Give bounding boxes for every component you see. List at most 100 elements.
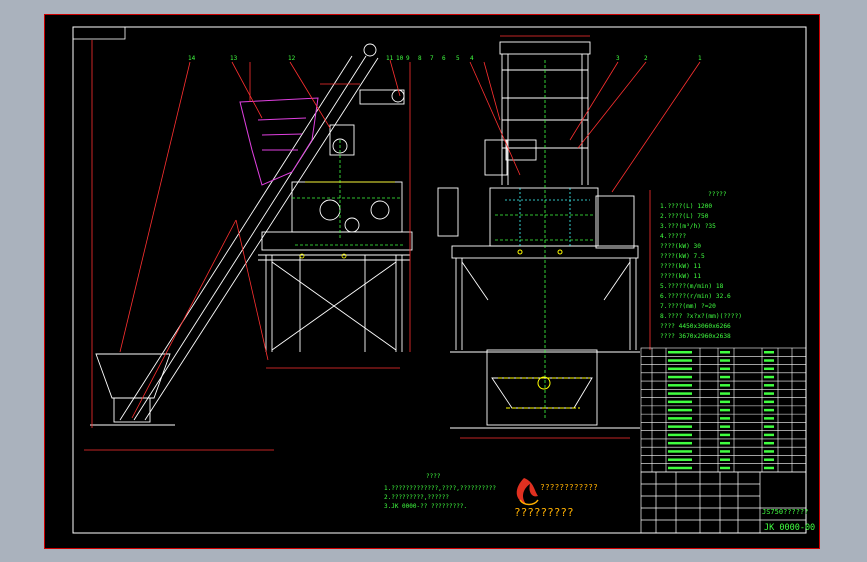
spec-title: ????? [708, 191, 727, 198]
spec-line: 4.????? [660, 233, 686, 240]
parts-table-cell-mark [764, 433, 774, 437]
spec-line: ????(kW) 7.5 [660, 253, 705, 260]
front-hidden-lines [495, 60, 595, 420]
parts-table-cell-mark [764, 450, 774, 453]
side-leaders [84, 40, 411, 451]
parts-table-cell-mark [720, 433, 730, 437]
spec-line: 3.???(m³/h) ?35 [660, 223, 716, 230]
parts-table-cell-mark [720, 450, 730, 453]
parts-table-cell-mark [668, 433, 692, 437]
parts-table-cell-mark [668, 466, 692, 470]
parts-table-cell-mark [720, 367, 730, 371]
parts-table-cell-mark [764, 367, 774, 371]
parts-table-cell-mark [764, 392, 774, 395]
spec-line: ????(kW) 11 [660, 273, 701, 280]
parts-table-cell-mark [668, 441, 692, 445]
part-label: 7 [430, 55, 434, 62]
part-label: 4 [470, 55, 474, 62]
part-label: 2 [644, 55, 648, 62]
parts-table-cell-mark [668, 450, 692, 453]
parts-table-cell-mark [764, 417, 774, 420]
front-view [437, 41, 640, 429]
inner-border [72, 26, 807, 534]
part-label: 12 [288, 55, 296, 62]
part-labels: 14 13 12 11 10 9 8 7 6 5 4 3 2 1 [188, 55, 702, 62]
parts-table-cell-mark [668, 458, 692, 461]
parts-table-cell-mark [764, 359, 774, 362]
notes-title: ???? [426, 473, 441, 480]
parts-table-cell-mark [720, 384, 730, 387]
front-cyan-details [505, 188, 590, 246]
parts-table-cell-mark [720, 392, 730, 395]
note-line: 2.?????????,?????? [384, 494, 449, 501]
spec-line: 5.?????(m/min) 18 [660, 283, 724, 290]
parts-table-cell-mark [668, 367, 692, 371]
parts-table-cell-mark [668, 392, 692, 395]
spec-line: ????(kW) 11 [660, 263, 701, 270]
spec-list: ????? 1.????(L) 1200 2.????(L) 750 3.???… [660, 191, 742, 340]
spec-line: 8.???? ?x?x?(mm)(????) [660, 313, 742, 320]
parts-table [640, 347, 807, 473]
part-label: 5 [456, 55, 460, 62]
parts-table-cell-mark [720, 425, 730, 428]
drawing-name: JS750?????? [762, 508, 808, 516]
spec-line: ???? 4450x3060x6266 [660, 323, 731, 330]
parts-table-cell-mark [668, 351, 692, 354]
spec-line: 7.????(mm) ?=20 [660, 303, 716, 310]
parts-table-cell-mark [720, 466, 730, 470]
parts-table-cell-mark [764, 458, 774, 461]
parts-table-cell-mark [668, 417, 692, 420]
skip-bucket [239, 97, 319, 186]
parts-table-cell-mark [720, 441, 730, 445]
side-view [90, 43, 413, 426]
parts-table-cell-mark [720, 351, 730, 354]
title-block [640, 471, 807, 534]
drawing-number: JK 0000-00 [764, 523, 815, 533]
part-label: 8 [418, 55, 422, 62]
spec-line: 6.?????(r/min) 32.6 [660, 293, 731, 300]
company-logo [516, 478, 539, 506]
side-hidden-lines [292, 140, 405, 246]
corner-stamp [72, 26, 126, 40]
parts-table-cell-mark [764, 351, 774, 354]
spec-line: 2.????(L) 750 [660, 213, 709, 220]
part-label: 14 [188, 55, 196, 62]
parts-table-cell-mark [720, 359, 730, 362]
parts-table-cell-mark [668, 408, 692, 412]
technical-notes: ???? 1.?????????????,????,?????????? 2.?… [384, 473, 496, 510]
parts-table-cell-mark [764, 384, 774, 387]
parts-table-cell-mark [668, 400, 692, 404]
spec-line: ????(kW) 30 [660, 243, 701, 250]
part-label: 13 [230, 55, 238, 62]
part-label: 11 [386, 55, 394, 62]
parts-table-cell-mark [764, 400, 774, 404]
parts-table-cell-mark [764, 441, 774, 445]
part-label: 1 [698, 55, 702, 62]
parts-table-cell-mark [668, 425, 692, 428]
parts-table-cell-mark [720, 375, 730, 379]
front-leaders [460, 35, 701, 439]
spec-line: 1.????(L) 1200 [660, 203, 712, 210]
parts-table-cell-mark [720, 458, 730, 461]
logo-text: ???????????? [540, 483, 598, 492]
side-yellow-details [299, 181, 395, 259]
parts-table-cell-mark [668, 359, 692, 362]
front-yellow-details [498, 249, 590, 409]
parts-table-cell-mark [720, 408, 730, 412]
parts-table-cell-mark [668, 375, 692, 379]
note-line: 1.?????????????,????,?????????? [384, 485, 496, 492]
parts-table-cell-mark [764, 408, 774, 412]
parts-table-cell-mark [764, 466, 774, 470]
parts-table-cell-mark [720, 417, 730, 420]
parts-table-cell-mark [764, 375, 774, 379]
spec-line: ???? 3670x2960x2638 [660, 333, 731, 340]
part-label: 3 [616, 55, 620, 62]
part-label: 6 [442, 55, 446, 62]
parts-table-cell-mark [668, 384, 692, 387]
note-line: 3.JK 0000-?? ?????????. [384, 503, 467, 510]
logo-subtitle: ????????? [514, 506, 574, 519]
parts-table-cell-mark [764, 425, 774, 428]
parts-table-cell-mark [720, 400, 730, 404]
